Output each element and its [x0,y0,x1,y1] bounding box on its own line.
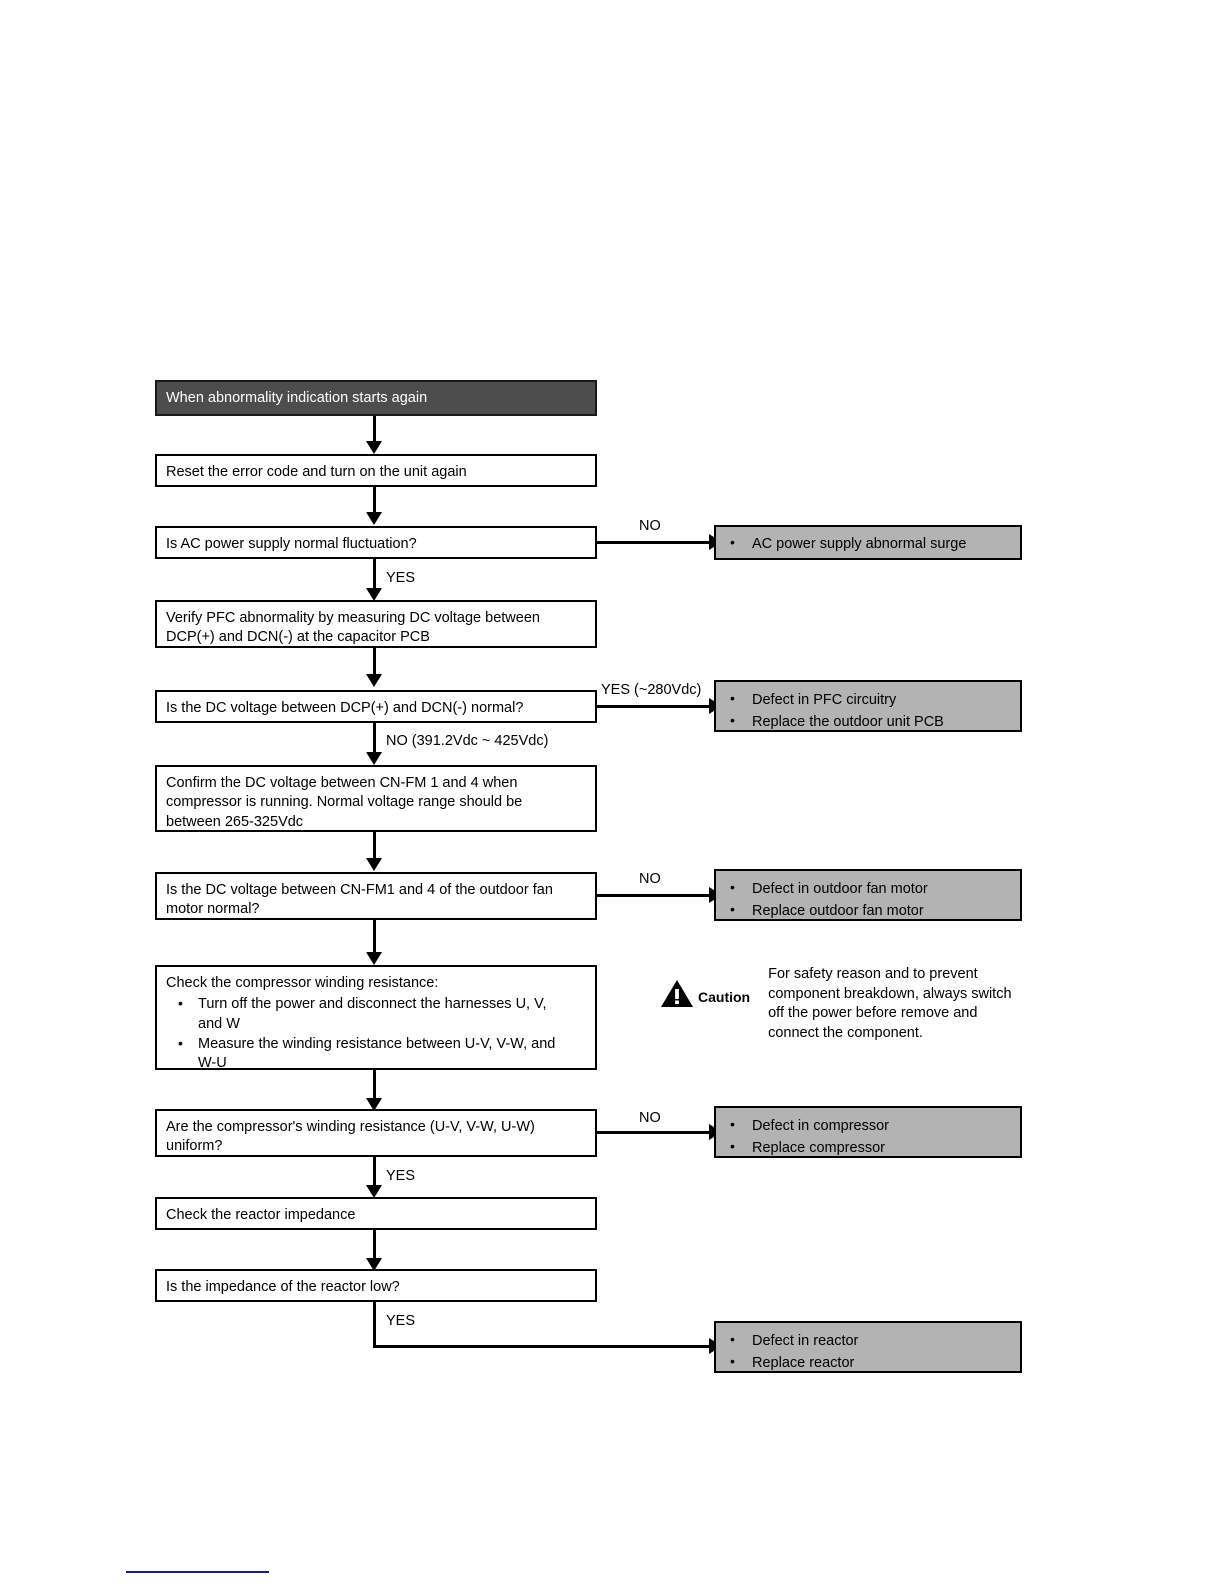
flow-node-verify-pfc-line2: DCP(+) and DCN(-) at the capacitor PCB [166,629,430,646]
edge-label-ac-yes: YES [386,570,416,586]
connector-ac-check-no [597,541,710,544]
connector-impedance-yes-vertical [373,1302,376,1348]
flow-node-check-winding-heading: Check the compressor winding resistance: [166,975,439,991]
list-item: Turn off the power and disconnect the ha… [166,994,595,1034]
list-item: Defect in PFC circuitry [716,689,1020,710]
flow-node-verify-pfc-line1: Verify PFC abnormality by measuring DC v… [166,610,540,626]
arrowhead-fan-check-to-winding [366,952,382,965]
caution-note: Caution For safety reason and to prevent… [660,965,1030,1044]
edge-label-dc-no: NO (391.2Vdc ~ 425Vdc) [386,733,549,749]
connector-uniform-check-no [597,1131,710,1134]
flow-outcome-ac-surge: AC power supply abnormal surge [714,525,1022,560]
caution-text-line-2: component breakdown, always switch [768,985,1012,1002]
flow-node-confirm-cnfm-line1: Confirm the DC voltage between CN-FM 1 a… [166,775,518,791]
caution-icon-group: Caution [660,965,750,1014]
flow-outcome-compressor-defect: Defect in compressor Replace compressor [714,1106,1022,1158]
caution-text: For safety reason and to prevent compone… [768,965,1030,1044]
connector-reset-to-ac-check [373,487,376,512]
connector-dc-check-no [373,723,376,752]
edge-label-reactor-yes: YES [386,1313,416,1329]
arrowhead-dc-check-no [366,752,382,765]
connector-fan-check-no [597,894,710,897]
flow-node-confirm-cnfm-line2: compressor is running. Normal voltage ra… [166,794,523,811]
flow-node-winding-uniform-check-line2: uniform? [166,1138,223,1155]
flow-node-dc-voltage-check-label: Is the DC voltage between DCP(+) and DCN… [166,700,524,716]
footnote-separator [126,1571,269,1573]
flow-node-confirm-cnfm: Confirm the DC voltage between CN-FM 1 a… [155,765,597,832]
connector-uniform-check-yes [373,1157,376,1185]
flow-node-confirm-cnfm-line3: between 265-325Vdc [166,813,304,830]
arrowhead-verify-pfc-to-dc-check [366,674,382,687]
flow-outcome-fan-motor-defect: Defect in outdoor fan motor Replace outd… [714,869,1022,921]
flow-node-reset: Reset the error code and turn on the uni… [155,454,597,487]
connector-dc-check-yes [597,705,710,708]
flow-node-reactor-impedance-check-label: Is the impedance of the reactor low? [166,1279,400,1295]
arrowhead-check-reactor-to-impedance [366,1258,382,1271]
flow-node-start: When abnormality indication starts again [155,380,597,416]
arrowhead-confirm-to-fan-check [366,858,382,871]
flow-node-verify-pfc: Verify PFC abnormality by measuring DC v… [155,600,597,648]
arrowhead-ac-check-yes [366,588,382,601]
flow-node-dc-voltage-check: Is the DC voltage between DCP(+) and DCN… [155,690,597,723]
flow-node-winding-uniform-check: Are the compressor's winding resistance … [155,1109,597,1157]
caution-word: Caution [698,988,751,1005]
flow-node-fan-motor-check-line1: Is the DC voltage between CN-FM1 and 4 o… [166,882,553,898]
list-item: Defect in reactor [716,1330,1020,1351]
flow-node-ac-power-check-label: Is AC power supply normal fluctuation? [166,536,417,552]
connector-verify-pfc-to-dc-check [373,648,376,674]
flow-node-check-reactor-label: Check the reactor impedance [166,1207,356,1223]
connector-check-reactor-to-impedance [373,1230,376,1258]
edge-label-dc-yes: YES (~280Vdc) [601,682,702,698]
warning-triangle-icon [660,979,694,1014]
connector-impedance-yes-horizontal [373,1345,710,1348]
list-item: Replace reactor [716,1352,1020,1373]
flow-node-check-reactor: Check the reactor impedance [155,1197,597,1230]
flow-node-fan-motor-check: Is the DC voltage between CN-FM1 and 4 o… [155,872,597,920]
flow-node-reset-label: Reset the error code and turn on the uni… [166,464,467,480]
list-item: Replace outdoor fan motor [716,900,1020,921]
flow-node-reactor-impedance-check: Is the impedance of the reactor low? [155,1269,597,1302]
list-item: Defect in compressor [716,1115,1020,1136]
arrowhead-reset-to-ac-check [366,512,382,525]
list-item: Measure the winding resistance between U… [166,1034,595,1074]
edge-label-fan-no: NO [639,871,661,887]
list-item: Replace the outdoor unit PCB [716,711,1020,732]
flow-node-fan-motor-check-line2: motor normal? [166,901,260,918]
flow-node-check-winding-list: Turn off the power and disconnect the ha… [166,994,595,1074]
flow-outcome-fan-motor-defect-list: Defect in outdoor fan motor Replace outd… [716,878,1020,921]
connector-confirm-to-fan-check [373,832,376,858]
arrowhead-start-to-reset [366,441,382,454]
flow-node-ac-power-check: Is AC power supply normal fluctuation? [155,526,597,559]
arrowhead-winding-to-uniform-check [366,1098,382,1111]
flow-node-check-winding: Check the compressor winding resistance:… [155,965,597,1074]
connector-fan-check-to-winding [373,920,376,952]
caution-text-line-4: connect the component. [768,1025,923,1042]
edge-label-winding-yes: YES [386,1168,416,1184]
flow-outcome-reactor-defect-list: Defect in reactor Replace reactor [716,1330,1020,1373]
flow-node-winding-uniform-check-line1: Are the compressor's winding resistance … [166,1119,535,1135]
list-item: Replace compressor [716,1137,1020,1158]
edge-label-ac-no: NO [639,518,661,534]
arrowhead-uniform-check-yes [366,1185,382,1198]
list-item: AC power supply abnormal surge [716,533,1020,554]
edge-label-winding-no: NO [639,1110,661,1126]
flow-outcome-ac-surge-list: AC power supply abnormal surge [716,533,1020,554]
connector-ac-check-yes [373,559,376,588]
flow-outcome-pfc-defect-list: Defect in PFC circuitry Replace the outd… [716,689,1020,732]
connector-winding-to-uniform-check [373,1070,376,1098]
flow-node-start-label: When abnormality indication starts again [166,390,428,406]
flow-outcome-reactor-defect: Defect in reactor Replace reactor [714,1321,1022,1373]
caution-text-line-3: off the power before remove and [768,1005,978,1022]
flow-outcome-compressor-defect-list: Defect in compressor Replace compressor [716,1115,1020,1158]
list-item: Defect in outdoor fan motor [716,878,1020,899]
caution-text-line-1: For safety reason and to prevent [768,966,978,982]
connector-start-to-reset [373,416,376,441]
flow-outcome-pfc-defect: Defect in PFC circuitry Replace the outd… [714,680,1022,732]
